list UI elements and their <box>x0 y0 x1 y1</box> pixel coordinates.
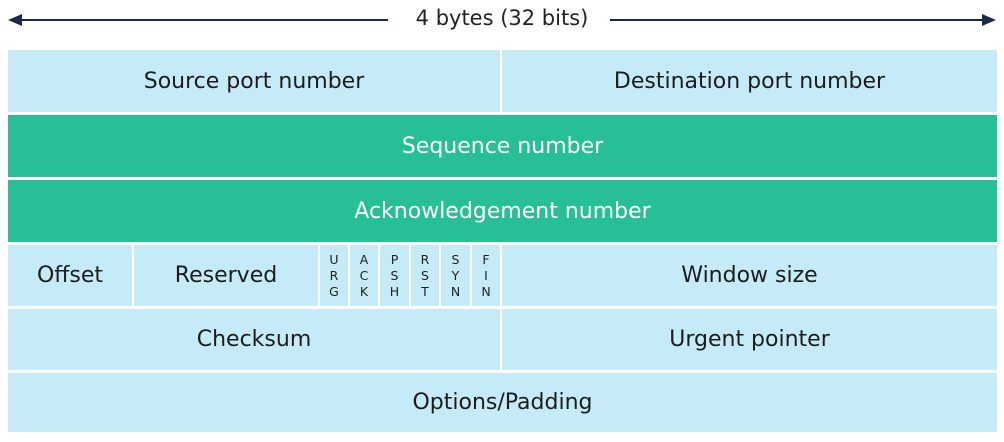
flag-fin-char-3: N <box>481 283 491 299</box>
flag-rst-char-2: S <box>421 267 429 283</box>
flag-ack-char-1: A <box>359 251 369 267</box>
urgent-pointer-field: Urgent pointer <box>502 309 997 373</box>
offset-label: Offset <box>36 263 104 288</box>
reserved-label: Reserved <box>174 263 278 288</box>
checksum-field: Checksum <box>8 309 502 373</box>
flag-fin-char-1: F <box>482 251 490 267</box>
sequence-number-field: Sequence number <box>8 115 997 180</box>
acknowledgement-number-field: Acknowledgement number <box>8 180 997 245</box>
flag-fin-char-2: I <box>484 267 488 283</box>
options-padding-label: Options/Padding <box>412 390 593 415</box>
flag-psh-char-3: H <box>389 283 400 299</box>
flag-psh-char-1: P <box>390 251 399 267</box>
width-arrow <box>8 14 996 26</box>
window-size-field: Window size <box>502 245 997 309</box>
flag-rst-char-3: T <box>421 283 429 299</box>
sequence-number-label: Sequence number <box>401 133 604 159</box>
options-padding-field: Options/Padding <box>8 373 997 432</box>
flag-ack-char-2: C <box>359 267 369 283</box>
urgent-pointer-label: Urgent pointer <box>669 327 830 352</box>
tcp-header-diagram: Source port number Destination port numb… <box>8 50 997 432</box>
flag-urg-char-2: R <box>329 267 339 283</box>
destination-port-label: Destination port number <box>613 68 886 94</box>
destination-port-field: Destination port number <box>502 50 997 115</box>
window-size-label: Window size <box>681 263 818 288</box>
flag-ack-char-3: K <box>359 283 369 299</box>
flag-rst: R S T <box>411 245 441 309</box>
flag-urg: U R G <box>320 245 350 309</box>
flag-fin: F I N <box>472 245 502 309</box>
flag-psh: P S H <box>380 245 411 309</box>
source-port-field: Source port number <box>8 50 502 115</box>
width-arrow-right-head <box>982 14 996 26</box>
acknowledgement-number-label: Acknowledgement number <box>354 198 651 224</box>
flag-syn-char-1: S <box>451 251 460 267</box>
flag-syn-char-2: Y <box>451 267 460 283</box>
checksum-label: Checksum <box>196 327 312 352</box>
flag-syn-char-3: N <box>450 283 461 299</box>
width-label: 4 bytes (32 bits) <box>405 6 599 30</box>
flag-syn: S Y N <box>441 245 472 309</box>
flag-urg-char-3: G <box>329 283 339 299</box>
reserved-field: Reserved <box>134 245 320 309</box>
offset-field: Offset <box>8 245 134 309</box>
width-arrow-left-head <box>8 14 22 26</box>
source-port-label: Source port number <box>143 68 365 94</box>
width-indicator: 4 bytes (32 bits) <box>0 0 1004 44</box>
flag-psh-char-2: S <box>390 267 399 283</box>
flag-ack: A C K <box>350 245 380 309</box>
flag-rst-char-1: R <box>420 251 430 267</box>
flag-urg-char-1: U <box>329 251 339 267</box>
